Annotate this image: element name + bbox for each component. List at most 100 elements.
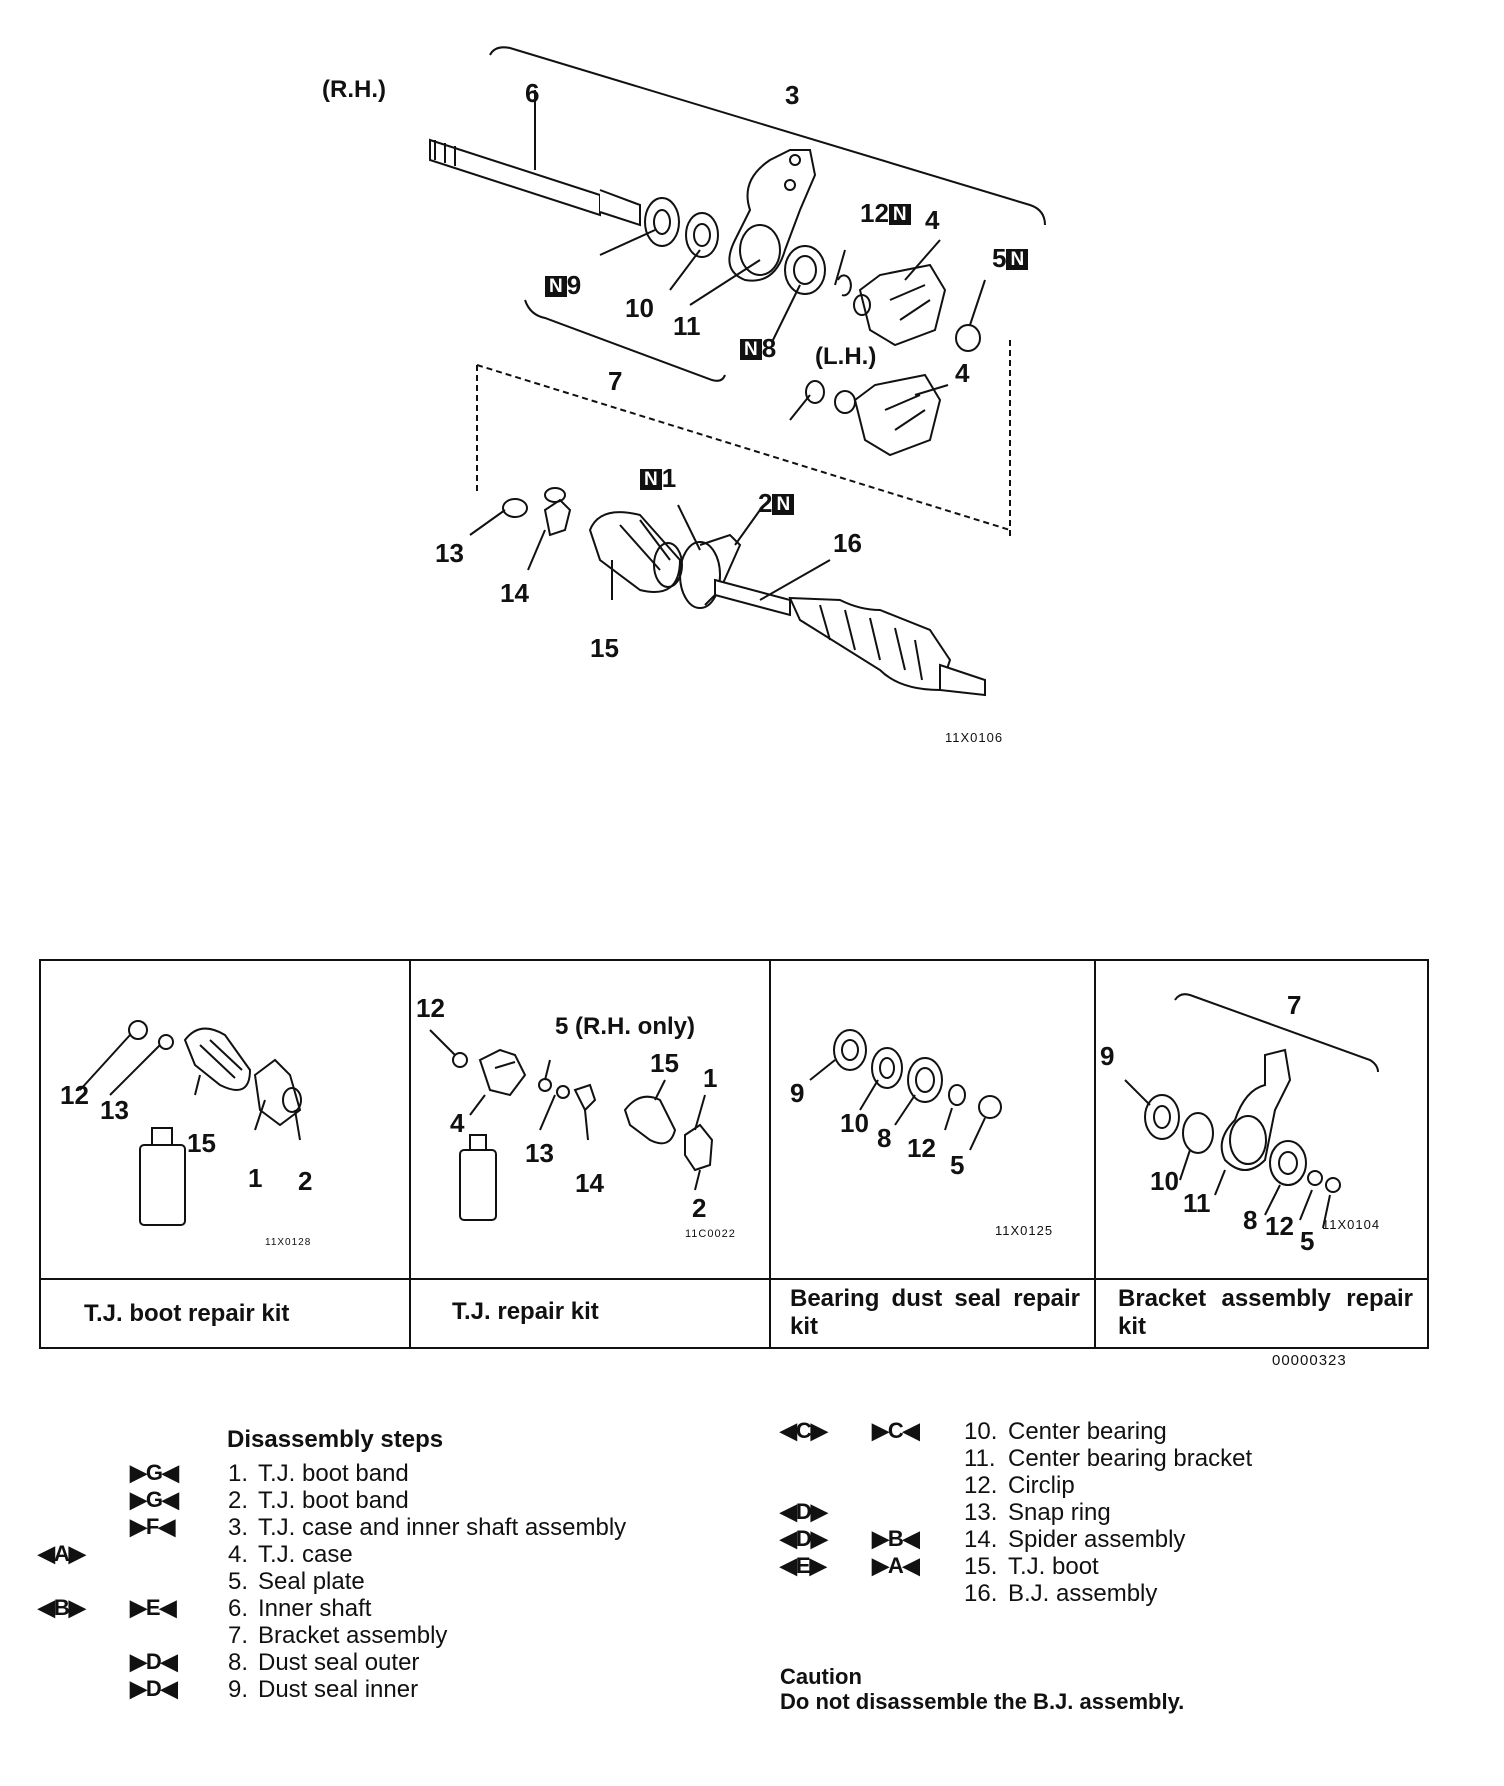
process-marker-icon: ◀A▶ — [38, 1541, 86, 1566]
process-marker-icon: ◀E▶ — [780, 1553, 827, 1578]
process-marker-icon: ◀B▶ — [38, 1595, 86, 1620]
step-row: 11. Center bearing bracket — [780, 1445, 1480, 1472]
kit1-figure-code: 11X0128 — [265, 1237, 312, 1248]
step-number: 15. — [964, 1553, 998, 1580]
step-text: Snap ring — [1008, 1499, 1111, 1526]
kit3-callout-5: 5 — [950, 1150, 965, 1180]
step-text: Spider assembly — [1008, 1526, 1186, 1553]
step-number: 10. — [964, 1418, 998, 1445]
callout-16: 16 — [833, 528, 862, 558]
kit1-callout-2: 2 — [298, 1166, 313, 1196]
kit4-callout-9: 9 — [1100, 1041, 1115, 1071]
process-marker-icon: ▶D◀ — [130, 1676, 178, 1701]
kit4-callout-10: 10 — [1150, 1166, 1179, 1196]
step-number: 1. — [228, 1460, 249, 1487]
kit2-callout-4: 4 — [450, 1108, 465, 1138]
steps-heading: Disassembly steps — [227, 1426, 444, 1453]
kit3-callout-12: 12 — [907, 1133, 936, 1163]
step-text: Bracket assembly — [258, 1622, 448, 1649]
step-row: 7. Bracket assembly — [30, 1622, 730, 1649]
callout-4-lh: 4 — [955, 358, 970, 388]
step-text: Circlip — [1008, 1472, 1075, 1499]
kit4-callout-5: 5 — [1300, 1226, 1315, 1256]
lh-label: (L.H.) — [815, 343, 877, 370]
step-text: Seal plate — [258, 1568, 365, 1595]
callout-10: 10 — [625, 293, 654, 323]
exploded-diagram-drawing — [429, 46, 1046, 697]
kit3-callout-9: 9 — [790, 1078, 805, 1108]
step-number: 4. — [228, 1541, 249, 1568]
step-number: 9. — [228, 1676, 249, 1703]
callout-15: 15 — [590, 633, 619, 663]
callout-7: 7 — [608, 366, 623, 396]
kit3-figure-code: 11X0125 — [995, 1223, 1054, 1238]
step-text: T.J. boot band — [258, 1460, 409, 1487]
step-row: ▶F◀3.T.J. case and inner shaft assembly — [30, 1514, 730, 1541]
step-text: T.J. boot — [1008, 1553, 1099, 1580]
kit4-callout-8: 8 — [1243, 1205, 1258, 1235]
kit2-callout-12: 12 — [416, 993, 445, 1023]
process-marker-icon: ▶E◀ — [130, 1595, 177, 1620]
kit2-callout-2: 2 — [692, 1193, 707, 1223]
kit2-callout-13: 13 — [525, 1138, 554, 1168]
kit3-caption: Bearing dust seal repair kit — [790, 1285, 1080, 1340]
step-text: Center bearing — [1008, 1418, 1167, 1445]
step-row: ▶D◀9.Dust seal inner — [30, 1676, 730, 1703]
step-number: 7. — [228, 1622, 249, 1649]
callout-14: 14 — [500, 578, 529, 608]
step-number: 16. — [964, 1580, 998, 1607]
callout-11: 11 — [673, 311, 701, 341]
kit1-callout-13: 13 — [100, 1095, 129, 1125]
step-text: T.J. case — [258, 1541, 353, 1568]
step-row: ◀C▶ ▶C◀ 10. Center bearing — [780, 1418, 1480, 1445]
process-marker-icon: ▶F◀ — [130, 1514, 175, 1539]
kit2-callout-5: 5 (R.H. only) — [555, 1013, 696, 1040]
callout-3: 3 — [785, 80, 800, 110]
process-marker-icon: ▶A◀ — [872, 1553, 920, 1578]
caution-text: Do not disassemble the B.J. assembly. — [780, 1689, 1185, 1714]
process-marker-icon: ▶B◀ — [872, 1526, 920, 1551]
step-text: T.J. boot band — [258, 1487, 409, 1514]
step-text: Dust seal outer — [258, 1649, 420, 1676]
kit2-callout-1: 1 — [703, 1063, 718, 1093]
kit2-callout-15: 15 — [650, 1048, 679, 1078]
process-marker-icon: ◀C▶ — [780, 1418, 828, 1443]
step-row: ◀E▶ ▶A◀ 15. T.J. boot — [780, 1553, 1480, 1580]
process-marker-icon: ◀D▶ — [780, 1526, 828, 1551]
kit3-callout-8: 8 — [877, 1123, 892, 1153]
new-part-icon: N — [772, 494, 795, 515]
step-number: 2. — [228, 1487, 249, 1514]
step-number: 11. — [964, 1445, 996, 1472]
kit4-caption: Bracket assembly repair kit — [1118, 1285, 1413, 1340]
kit4-figure-code: 11X0104 — [1322, 1217, 1381, 1232]
new-part-icon: N — [888, 204, 911, 225]
step-row: ◀D▶ ▶B◀ 14. Spider assembly — [780, 1526, 1480, 1553]
step-row: 5.Seal plate — [30, 1568, 730, 1595]
step-text: T.J. case and inner shaft assembly — [258, 1514, 627, 1541]
step-row: ◀D▶13.Snap ring — [780, 1499, 1480, 1526]
kit1-callout-15: 15 — [187, 1128, 216, 1158]
step-number: 8. — [228, 1649, 249, 1676]
kit1-callout-1: 1 — [248, 1163, 263, 1193]
step-row: 16.B.J. assembly — [780, 1580, 1480, 1607]
kit4-callout-12: 12 — [1265, 1211, 1294, 1241]
step-row: ◀A▶ 4. T.J. case — [30, 1541, 730, 1568]
step-number: 14. — [964, 1526, 998, 1553]
step-row: ▶D◀8.Dust seal outer — [30, 1649, 730, 1676]
process-marker-icon: ▶C◀ — [872, 1418, 920, 1443]
kit4-callout-11: 11 — [1183, 1188, 1211, 1218]
step-row: ▶G◀1.T.J. boot band — [30, 1460, 730, 1487]
new-part-icon: N — [545, 276, 567, 297]
new-part-icon: N — [1006, 249, 1029, 270]
kit1-caption: T.J. boot repair kit — [84, 1300, 290, 1327]
step-text: Center bearing bracket — [1008, 1445, 1253, 1472]
process-marker-icon: ◀D▶ — [780, 1499, 828, 1524]
step-number: 6. — [228, 1595, 249, 1622]
rh-label: (R.H.) — [322, 76, 386, 103]
step-row: ▶G◀2.T.J. boot band — [30, 1487, 730, 1514]
